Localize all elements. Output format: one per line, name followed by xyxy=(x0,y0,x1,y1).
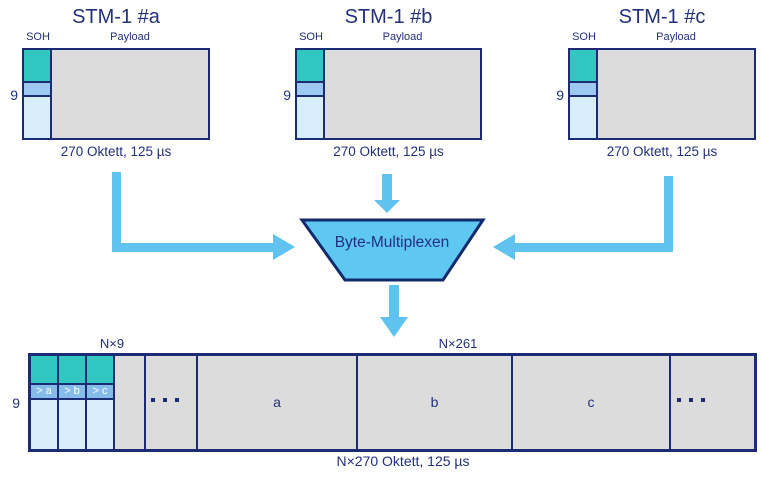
arrow-a-head-icon xyxy=(273,234,295,260)
output-soh-width-label: N×9 xyxy=(99,336,125,351)
payload-area xyxy=(598,50,754,138)
section-divider xyxy=(196,356,198,449)
output-frame-width-caption: N×270 Oktett, 125 µs xyxy=(336,453,470,469)
output-soh-column-a: > a xyxy=(31,356,59,449)
arrow-c-horizontal-shaft xyxy=(515,243,673,252)
soh-top-segment xyxy=(570,50,596,83)
dot xyxy=(175,398,179,402)
soh-pointer-segment xyxy=(297,83,323,97)
soh-pointer-segment xyxy=(24,83,50,97)
byte-multiplexer-shape xyxy=(299,218,486,282)
stm-frame-a-title: STM-1 #a xyxy=(72,6,160,28)
section-divider xyxy=(669,356,671,449)
ellipsis-dots-icon xyxy=(677,398,705,402)
soh-column xyxy=(570,50,598,138)
rows-count-label: 9 xyxy=(283,87,291,103)
payload-section-c-label: c xyxy=(587,394,595,410)
output-soh-column-c: > c xyxy=(87,356,115,449)
output-soh-column-b: > b xyxy=(59,356,87,449)
rows-count-label: 9 xyxy=(10,87,18,103)
soh-bottom-segment xyxy=(570,97,596,138)
stm-frame-b-group: STM-1 #b SOH Payload 9 270 Oktett, 125 µ… xyxy=(283,0,482,165)
dot xyxy=(163,398,167,402)
soh-bottom-segment xyxy=(297,97,323,138)
payload-section-a-label: a xyxy=(273,394,281,410)
soh-bottom-segment xyxy=(31,400,57,449)
soh-top-segment xyxy=(297,50,323,83)
soh-bottom-segment xyxy=(24,97,50,138)
stm-frame-box xyxy=(22,48,210,140)
soh-top-segment xyxy=(24,50,50,83)
arrow-b-shaft xyxy=(382,174,392,201)
soh-top-segment xyxy=(31,356,57,385)
soh-label: SOH xyxy=(26,31,50,43)
section-divider xyxy=(511,356,513,449)
stm-frame-box xyxy=(295,48,482,140)
pointer-cell-c: > c xyxy=(87,385,113,400)
stm-frame-a-group: STM-1 #a SOH Payload 9 270 Oktett, 125 µ… xyxy=(10,0,210,165)
payload-area xyxy=(52,50,208,138)
soh-label: SOH xyxy=(299,31,323,43)
payload-label: Payload xyxy=(656,31,696,43)
arrow-mux-output-head-icon xyxy=(380,317,408,337)
arrow-a-horizontal-shaft xyxy=(112,243,273,252)
dot xyxy=(151,398,155,402)
soh-column xyxy=(297,50,325,138)
trapezoid xyxy=(299,218,486,282)
arrow-c-vertical-shaft xyxy=(664,176,673,250)
frame-width-caption: 270 Oktett, 125 µs xyxy=(60,144,172,159)
pointer-cell-b: > b xyxy=(59,385,85,400)
soh-top-segment xyxy=(59,356,85,385)
arrow-mux-output-shaft xyxy=(389,285,399,318)
section-divider xyxy=(144,356,146,449)
soh-bottom-segment xyxy=(87,400,113,449)
arrow-c-head-icon xyxy=(493,234,515,260)
soh-bottom-segment xyxy=(59,400,85,449)
output-rows-count-label: 9 xyxy=(12,395,20,411)
payload-section-b-label: b xyxy=(430,394,439,410)
arrow-a-vertical-shaft xyxy=(112,172,121,248)
output-payload-width-label: N×261 xyxy=(438,336,478,351)
section-divider xyxy=(356,356,358,449)
stm-frame-b-title: STM-1 #b xyxy=(344,6,433,28)
arrow-b-head-icon xyxy=(374,200,400,213)
soh-label: SOH xyxy=(572,31,596,43)
soh-column xyxy=(24,50,52,138)
payload-label: Payload xyxy=(382,31,423,43)
soh-top-segment xyxy=(87,356,113,385)
stm-frame-box xyxy=(568,48,756,140)
soh-pointer-segment xyxy=(570,83,596,97)
multiplexed-frame-box: > a > b > c a b c xyxy=(28,353,757,452)
payload-label: Payload xyxy=(110,31,150,43)
rows-count-label: 9 xyxy=(556,87,564,103)
dot xyxy=(701,398,705,402)
dot xyxy=(689,398,693,402)
frame-width-caption: 270 Oktett, 125 µs xyxy=(333,144,444,159)
stm-frame-c-group: STM-1 #c SOH Payload 9 270 Oktett, 125 µ… xyxy=(556,0,756,165)
payload-area xyxy=(325,50,480,138)
dot xyxy=(677,398,681,402)
frame-width-caption: 270 Oktett, 125 µs xyxy=(606,144,718,159)
pointer-cell-a: > a xyxy=(31,385,57,400)
byte-multiplexer-label: Byte-Multiplexen xyxy=(334,234,450,251)
ellipsis-dots-icon xyxy=(151,398,179,402)
stm-frame-c-title: STM-1 #c xyxy=(618,6,706,28)
